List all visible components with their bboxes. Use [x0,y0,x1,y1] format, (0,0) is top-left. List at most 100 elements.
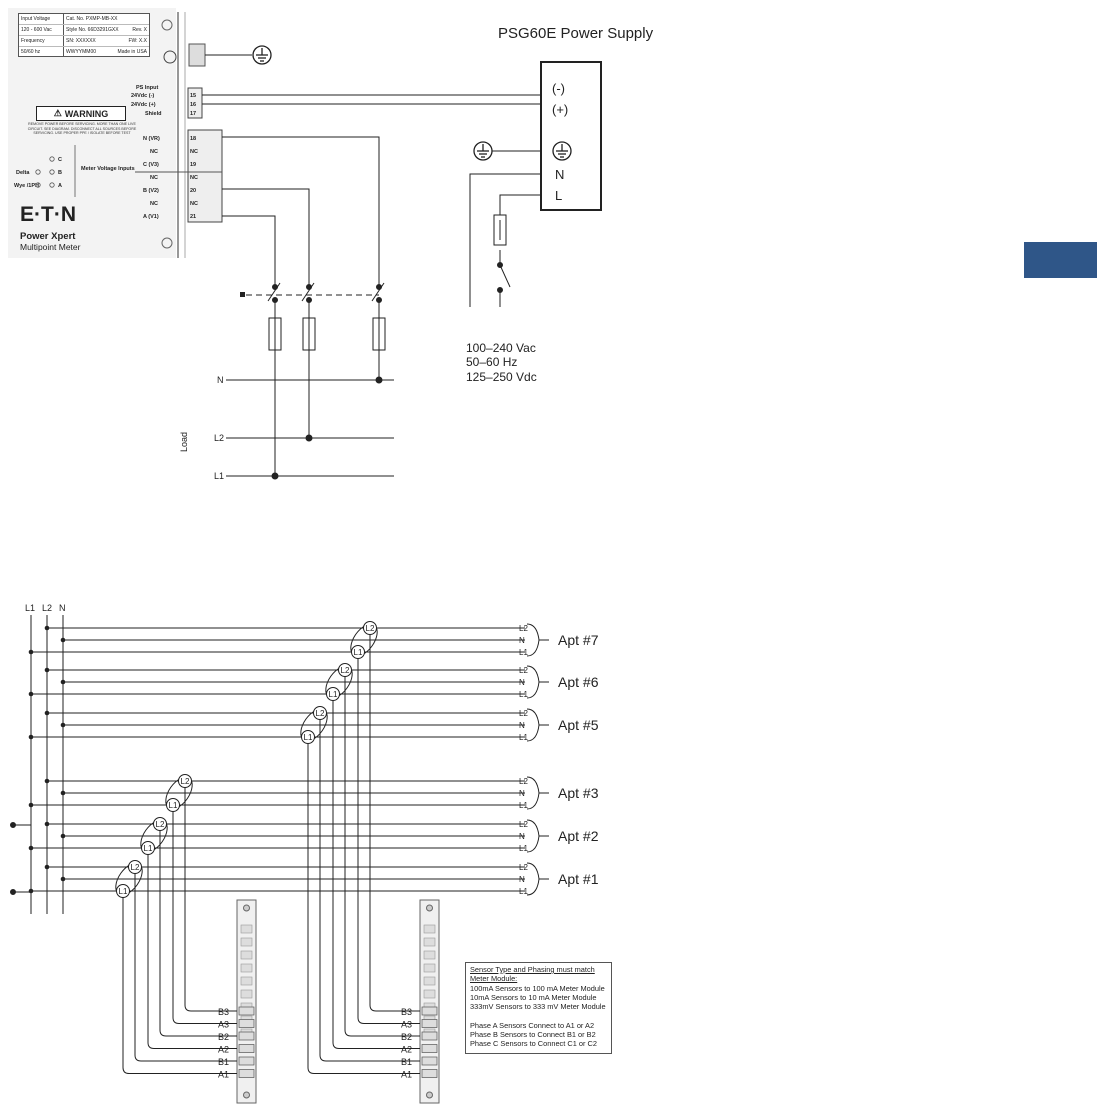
bus-label: N [59,603,66,613]
selector-label: B [58,170,62,176]
load-label: Load [179,432,189,452]
voltage-terminal-number: 20 [190,188,196,194]
module-slot [423,989,436,999]
warning-title: WARNING [64,108,109,119]
module-slot [240,963,253,973]
sensor-lead [172,811,237,1024]
apt-line-label: L1 [519,801,528,810]
brand-logo: E·T·N [20,203,76,226]
apt-brace [526,623,550,657]
module-slot [423,950,436,960]
sensor-label: L1 [144,844,153,853]
note-line: 333mV Sensors to 333 mV Meter Module [470,1002,606,1012]
module-terminal-label: B3 [401,1007,412,1017]
ground-icon [473,141,493,161]
module-slot [240,950,253,960]
sensor-lead [159,830,237,1037]
module-terminal [238,1006,255,1016]
module-terminal-label: A2 [401,1045,412,1055]
voltage-input-label: C (V3) [143,162,159,168]
warning-label: ⚠ WARNING [36,106,126,121]
voltage-input-label: A (V1) [143,214,159,220]
sensor-label: L2 [341,666,350,675]
wire-node [60,790,66,796]
module-slot [423,976,436,986]
supply-spec: 50–60 Hz [466,355,517,369]
module-terminal [421,1069,438,1078]
sensor-lead [134,873,237,1062]
note-line: Phase A Sensors Connect to A1 or A2 [470,1020,595,1030]
wire-node [44,864,50,870]
module-terminal [421,1019,438,1028]
apt-line-label: L1 [519,733,528,742]
note-line: Phase B Sensors to Connect B1 or B2 [470,1030,596,1040]
apt-label: Apt #5 [558,717,599,733]
module-terminal [238,1044,255,1053]
diagram-title: PSG60E Power Supply [498,25,654,42]
sensor-note: Sensor Type and Phasing must match Meter… [465,962,612,1054]
module-screw [426,904,433,912]
apt-line-label: L2 [519,863,528,872]
voltage-terminal-number: NC [190,149,198,155]
product-line1: Power Xpert [20,231,76,242]
apt-brace [526,665,550,699]
selector-side-label: Wye /1PH [14,183,39,189]
wire-node [28,888,34,894]
wire-node [28,649,34,655]
voltage-terminal-number: 19 [190,162,196,168]
note-line: Phase C Sensors to Connect C1 or C2 [470,1039,597,1049]
module-terminal [421,1044,438,1053]
sensor-lead [184,787,237,1012]
sensor-label: L2 [181,777,190,786]
module-terminal-label: B2 [218,1032,229,1042]
wire-node [60,679,66,685]
voltage-input-label: NC [150,201,158,207]
module-terminal-label: A1 [218,1070,229,1080]
apt-line-label: L1 [519,648,528,657]
wire-node [28,845,34,851]
apt-label: Apt #2 [558,828,599,844]
module-slot [240,976,253,986]
module-terminal [238,1069,255,1078]
load-line-label: N [217,375,224,385]
apt-label: Apt #1 [558,871,599,887]
apt-line-label: N [519,678,525,687]
apt-brace [526,862,549,896]
ps-input-label: PS Input [136,85,158,91]
module-terminal [238,1031,255,1041]
ground-icon [252,45,272,65]
module-terminal-label: A3 [218,1020,229,1030]
module-terminal [238,1056,255,1066]
sensor-lead [332,700,420,1049]
ground-icon [552,141,572,161]
module-terminal-label: A2 [218,1045,229,1055]
module-terminal-label: A3 [401,1020,412,1030]
voltage-terminal-number: 18 [190,136,196,142]
note-line: 100mA Sensors to 100 mA Meter Module [470,983,605,993]
note-line [470,1011,607,1020]
voltage-input-label: NC [150,149,158,155]
supply-terminal-label: N [555,167,564,182]
voltage-inputs-caption: Meter Voltage Inputs [81,166,135,172]
module-slot [240,924,253,934]
module-terminal-label: B1 [218,1057,229,1067]
sensor-lead [122,897,237,1074]
wire-node [44,625,50,631]
apt-line-label: L1 [519,887,528,896]
warning-text: REMOVE POWER BEFORE SERVICING. MORE THAN… [27,122,137,135]
voltage-terminal-number: NC [190,175,198,181]
apt-label: Apt #3 [558,785,599,801]
sensor-label: L2 [316,709,325,718]
module-terminal [421,1006,438,1016]
wire-node [44,710,50,716]
wire-node [44,821,50,827]
note-heading: Sensor Type and Phasing must match Meter… [470,965,595,984]
apt-line-label: N [519,789,525,798]
module-terminal [421,1056,438,1066]
supply-terminal-label: (+) [552,102,568,117]
apt-brace [526,708,550,742]
supply-terminal-label: L [555,188,562,203]
sensor-label: L1 [354,648,363,657]
